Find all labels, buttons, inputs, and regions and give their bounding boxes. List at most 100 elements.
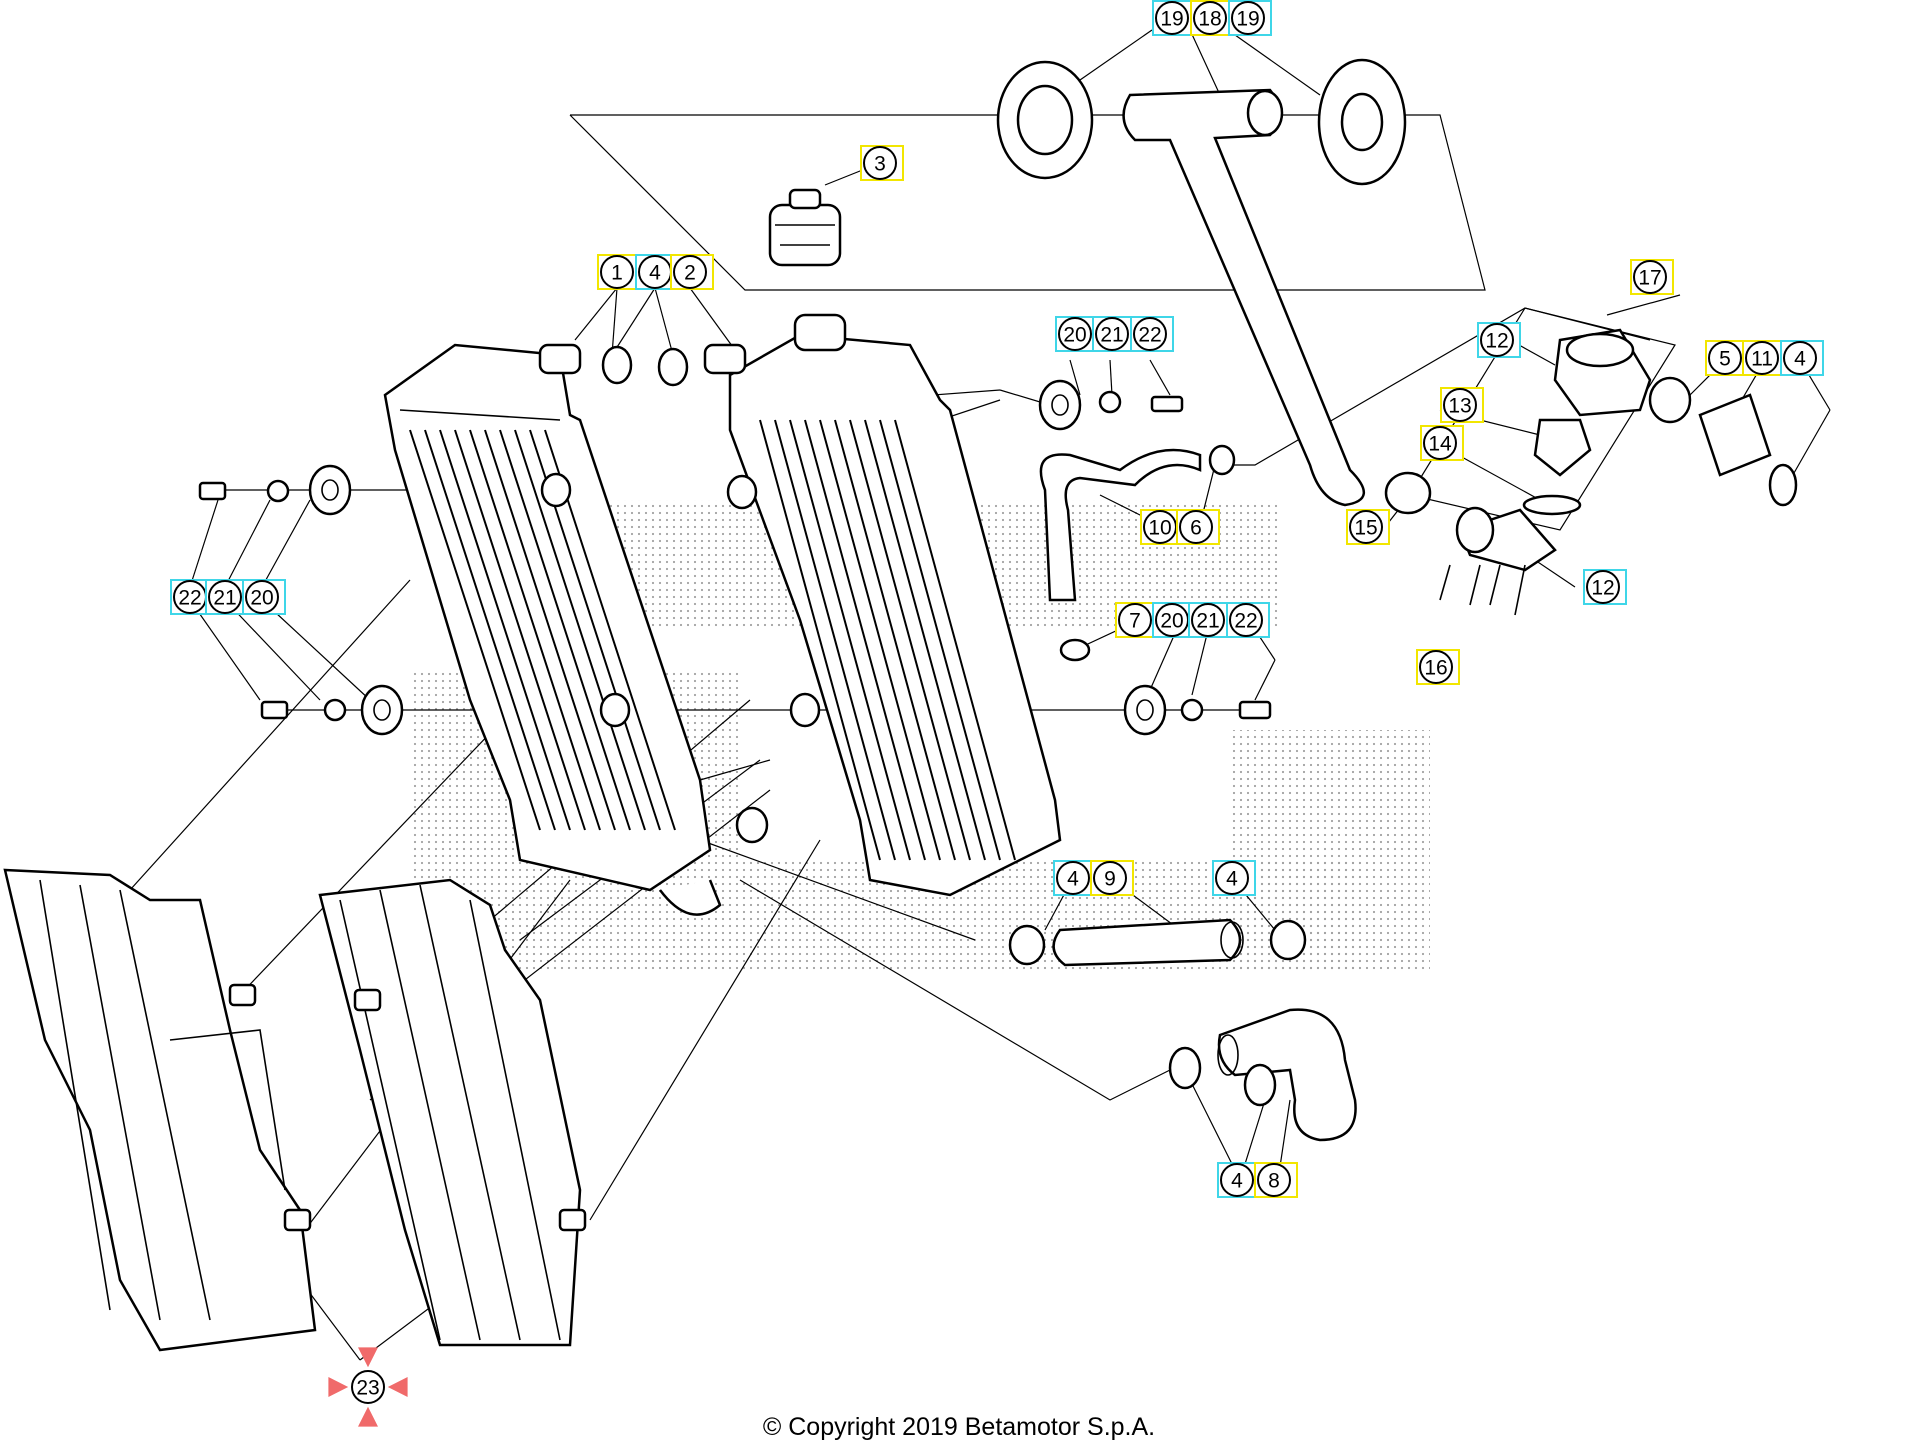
callout-circle [1633, 260, 1667, 294]
callout-circle [351, 1370, 385, 1404]
callout-circle [1133, 317, 1167, 351]
callout-number: 17 [1638, 267, 1661, 290]
callout-number: 19 [1160, 8, 1183, 31]
callout-17[interactable]: 17 [1630, 259, 1674, 295]
callout-number: 20 [250, 587, 273, 610]
callout-8[interactable]: 8 [1254, 1162, 1298, 1198]
mounting-hardware-left-upper [198, 464, 352, 516]
radiator-guard-right [318, 878, 587, 1347]
callout-1[interactable]: 1 [597, 254, 641, 290]
callout-12[interactable]: 12 [1583, 569, 1627, 605]
callout-15[interactable]: 15 [1346, 509, 1390, 545]
callout-number: 23 [356, 1377, 379, 1400]
callout-6[interactable]: 6 [1176, 509, 1220, 545]
callout-number: 6 [1190, 517, 1202, 540]
callout-circle [1056, 861, 1090, 895]
callout-number: 22 [1234, 610, 1257, 633]
callout-number: 21 [1196, 610, 1219, 633]
mounting-hardware-right-lower [1123, 684, 1272, 736]
callout-number: 1 [611, 262, 623, 285]
callout-circle [1745, 341, 1779, 375]
callout-number: 20 [1160, 610, 1183, 633]
callout-circle [208, 580, 242, 614]
callout-number: 5 [1719, 348, 1731, 371]
callout-19[interactable]: 19 [1152, 0, 1196, 36]
callout-21[interactable]: 21 [205, 579, 249, 615]
callout-11[interactable]: 11 [1742, 340, 1786, 376]
callout-13[interactable]: 13 [1440, 387, 1484, 423]
callout-4[interactable]: 4 [1780, 340, 1824, 376]
callout-23[interactable]: 23 [328, 1347, 408, 1427]
callout-5[interactable]: 5 [1705, 340, 1749, 376]
callout-circle [1215, 861, 1249, 895]
callout-number: 22 [1138, 324, 1161, 347]
callout-circle [1349, 510, 1383, 544]
callout-20[interactable]: 20 [1055, 316, 1099, 352]
callout-3[interactable]: 3 [860, 145, 904, 181]
callout-4[interactable]: 4 [1053, 860, 1097, 896]
callout-number: 21 [1100, 324, 1123, 347]
callout-16[interactable]: 16 [1416, 649, 1460, 685]
callout-22[interactable]: 22 [1226, 602, 1270, 638]
callout-number: 20 [1063, 324, 1086, 347]
callout-20[interactable]: 20 [242, 579, 286, 615]
callout-circle [1708, 341, 1742, 375]
callout-circle [1220, 1163, 1254, 1197]
callout-circle [863, 146, 897, 180]
callout-4[interactable]: 4 [1212, 860, 1256, 896]
left-radiator [383, 343, 769, 916]
callout-circle [1419, 650, 1453, 684]
hose-clamps-top [601, 345, 689, 387]
callout-10[interactable]: 10 [1140, 509, 1184, 545]
mounting-hardware-right-upper [1038, 379, 1184, 431]
callout-number: 4 [1226, 868, 1238, 891]
callout-21[interactable]: 21 [1092, 316, 1136, 352]
callout-number: 4 [1067, 868, 1079, 891]
callout-circle [673, 255, 707, 289]
callout-number: 7 [1129, 610, 1141, 633]
callout-number: 19 [1236, 8, 1259, 31]
callout-circle [1443, 388, 1477, 422]
callout-number: 11 [1751, 348, 1773, 371]
callout-12[interactable]: 12 [1477, 322, 1521, 358]
hose-10 [1039, 444, 1236, 662]
callout-number: 15 [1354, 517, 1377, 540]
selection-marker [328, 1347, 408, 1427]
callout-21[interactable]: 21 [1188, 602, 1232, 638]
callout-circle [1191, 603, 1225, 637]
callout-number: 2 [684, 262, 696, 285]
callout-19[interactable]: 19 [1228, 0, 1272, 36]
mounting-hardware-left-lower [260, 684, 404, 736]
callout-number: 10 [1148, 517, 1171, 540]
callout-4[interactable]: 4 [1217, 1162, 1261, 1198]
radiator-cap [768, 188, 842, 267]
copyright-notice: © Copyright 2019 Betamotor S.p.A. [762, 1413, 1156, 1441]
callout-22[interactable]: 22 [1130, 316, 1174, 352]
callout-circle [1257, 1163, 1291, 1197]
callout-2[interactable]: 2 [670, 254, 714, 290]
thermostat-assembly [1384, 307, 1798, 616]
callout-circle [600, 255, 634, 289]
callout-circle [1423, 426, 1457, 460]
callout-circle [1179, 510, 1213, 544]
callout-circle [1058, 317, 1092, 351]
callout-circle [1229, 603, 1263, 637]
callout-number: 22 [178, 587, 201, 610]
callout-circle [1480, 323, 1514, 357]
callout-number: 14 [1428, 433, 1452, 456]
callout-circle [1193, 1, 1227, 35]
callout-circle [1095, 317, 1129, 351]
callout-7[interactable]: 7 [1115, 602, 1159, 638]
callout-number: 12 [1485, 330, 1508, 353]
callout-circle [1586, 570, 1620, 604]
callout-number: 9 [1104, 868, 1116, 891]
kick-lever-assembly [996, 58, 1407, 507]
callout-9[interactable]: 9 [1090, 860, 1134, 896]
callout-18[interactable]: 18 [1190, 0, 1234, 36]
callout-circle [1155, 1, 1189, 35]
callout-number: 12 [1591, 577, 1614, 600]
callout-circle [245, 580, 279, 614]
callout-14[interactable]: 14 [1420, 425, 1464, 461]
callout-number: 21 [213, 587, 236, 610]
